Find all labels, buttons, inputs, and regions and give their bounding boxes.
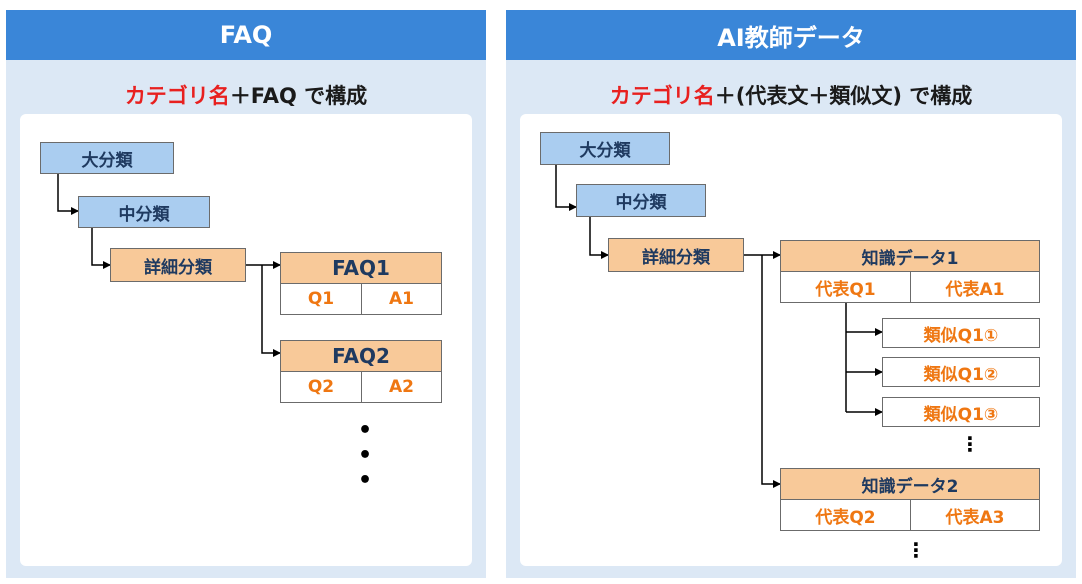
similar-q1-1: 類似Q1① bbox=[882, 318, 1040, 348]
faq2-question: Q2 bbox=[280, 371, 362, 403]
knowledge1-title: 知識データ1 bbox=[780, 240, 1040, 272]
faq-level2-box: 中分類 bbox=[78, 196, 210, 228]
faq-level3-box: 詳細分類 bbox=[110, 248, 246, 282]
faq-more-dot: • bbox=[358, 418, 373, 443]
faq1-answer: A1 bbox=[361, 283, 442, 315]
faq-subtitle-rest: ＋FAQ で構成 bbox=[229, 84, 368, 108]
knowledge2-answer: 代表A3 bbox=[910, 499, 1040, 531]
faq-subtitle-category: カテゴリ名 bbox=[124, 84, 230, 108]
faq-more-dot: • bbox=[358, 443, 373, 468]
faq1-title: FAQ1 bbox=[280, 252, 442, 284]
knowledge2-title: 知識データ2 bbox=[780, 468, 1040, 500]
similar-q1-2: 類似Q1② bbox=[882, 357, 1040, 387]
ai-teacher-subtitle-category: カテゴリ名 bbox=[609, 84, 715, 108]
faq-more-dot: • bbox=[358, 468, 373, 493]
ai-teacher-panel-header: AI教師データ bbox=[506, 10, 1076, 60]
ai-level3-box: 詳細分類 bbox=[608, 238, 744, 272]
ai-teacher-subtitle: カテゴリ名＋(代表文＋類似文) で構成 bbox=[506, 80, 1076, 110]
faq-subtitle: カテゴリ名＋FAQ で構成 bbox=[6, 80, 486, 110]
faq2-title: FAQ2 bbox=[280, 340, 442, 372]
knowledge1-answer: 代表A1 bbox=[910, 271, 1040, 303]
similar-more-ellipsis: ⋮ bbox=[960, 432, 980, 456]
knowledge-more-ellipsis: ⋮ bbox=[906, 538, 926, 562]
ai-level2-box: 中分類 bbox=[576, 184, 706, 217]
faq1-question: Q1 bbox=[280, 283, 362, 315]
faq2-answer: A2 bbox=[361, 371, 442, 403]
knowledge1-question: 代表Q1 bbox=[780, 271, 911, 303]
ai-level1-box: 大分類 bbox=[540, 132, 670, 165]
faq-panel-header: FAQ bbox=[6, 10, 486, 60]
knowledge2-question: 代表Q2 bbox=[780, 499, 911, 531]
ai-teacher-subtitle-rest: ＋(代表文＋類似文) で構成 bbox=[714, 84, 973, 108]
similar-q1-3: 類似Q1③ bbox=[882, 397, 1040, 427]
faq-level1-box: 大分類 bbox=[40, 142, 174, 174]
